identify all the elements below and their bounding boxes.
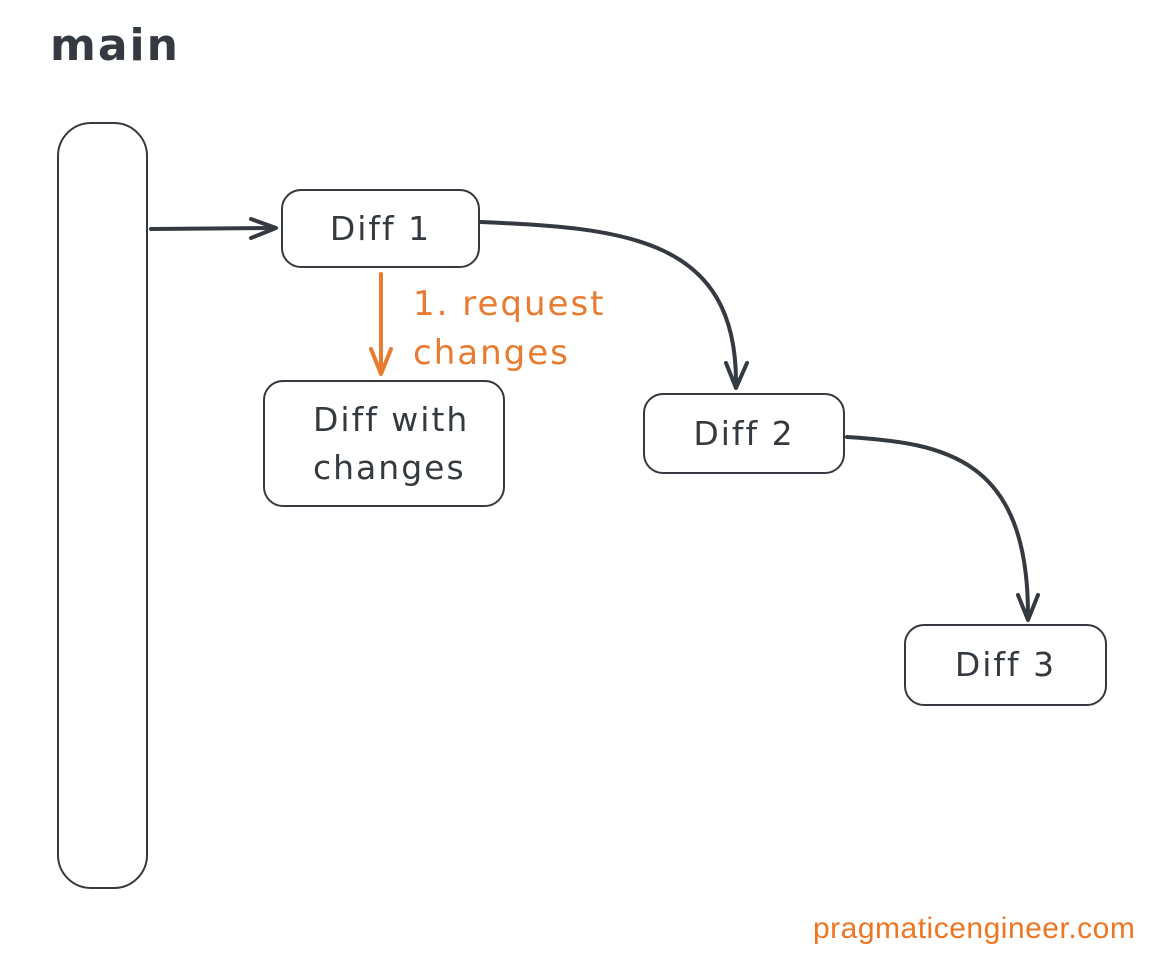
main-branch-bar bbox=[57, 122, 148, 889]
arrow-diff1-to-diff-with-changes bbox=[369, 272, 393, 376]
branch-label-main: main bbox=[50, 20, 180, 71]
node-diff2: Diff 2 bbox=[643, 393, 845, 474]
node-diff1: Diff 1 bbox=[281, 189, 480, 268]
node-diff-with-changes: Diff with changes bbox=[263, 380, 505, 507]
watermark-text: pragmaticengineer.com bbox=[813, 912, 1136, 945]
arrow-main-to-diff1 bbox=[149, 217, 278, 240]
arrow-diff2-to-diff3 bbox=[845, 435, 1040, 622]
node-diff3: Diff 3 bbox=[904, 624, 1107, 706]
annotation-request-changes: 1. request changes bbox=[413, 284, 606, 374]
